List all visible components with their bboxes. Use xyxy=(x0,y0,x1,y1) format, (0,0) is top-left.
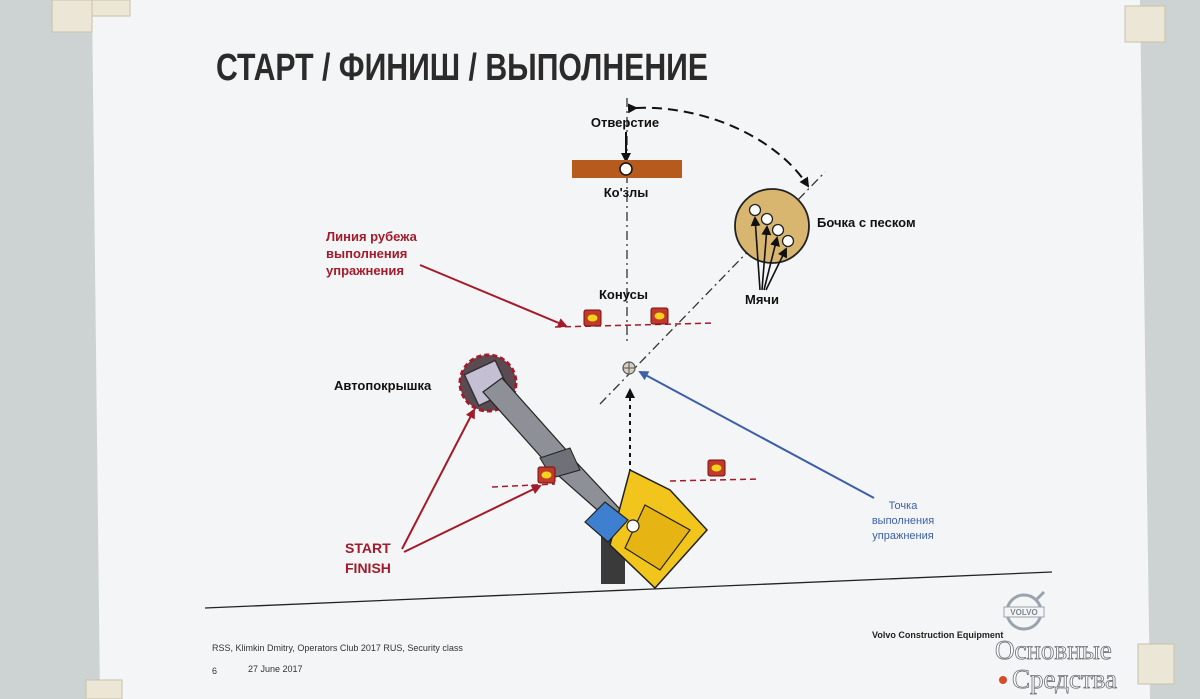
hole-label: Отверстие xyxy=(591,115,659,130)
tire-label: Автопокрышка xyxy=(334,378,432,393)
balls-label: Мячи xyxy=(745,292,779,307)
page-title: СТАРТ / ФИНИШ / ВЫПОЛНЕНИЕ xyxy=(216,47,708,89)
footer-page: 6 xyxy=(212,666,217,676)
watermark: Основные Средства xyxy=(995,635,1118,695)
paper-sheet xyxy=(92,0,1150,699)
excavator-pivot xyxy=(626,519,640,533)
ball xyxy=(760,212,774,226)
excavator xyxy=(584,468,709,590)
footer-credit: RSS, Klimkin Dmitry, Operators Club 2017… xyxy=(212,643,463,653)
rotation-arrow xyxy=(627,103,810,188)
boundary-line-top xyxy=(554,322,716,328)
cones-label: Конусы xyxy=(599,287,648,302)
svg-text:упражнения: упражнения xyxy=(872,530,933,542)
svg-text:VOLVO: VOLVO xyxy=(1010,608,1037,617)
cone-top-left xyxy=(583,309,602,327)
boundary-line-bottom-right xyxy=(669,478,761,482)
svg-text:выполнения: выполнения xyxy=(872,515,934,527)
trestle-label: Ко'злы xyxy=(604,185,649,200)
footer-company: Volvo Construction Equipment xyxy=(872,630,1003,640)
svg-text:упражнения: упражнения xyxy=(326,263,404,278)
ball xyxy=(771,223,785,237)
watermark-dot xyxy=(999,676,1007,684)
finish-label: FINISH xyxy=(345,560,391,576)
svg-text:Точка: Точка xyxy=(889,500,919,512)
svg-text:Основные: Основные xyxy=(995,635,1112,665)
ball xyxy=(781,234,795,248)
barrel-label: Бочка с песком xyxy=(817,215,916,230)
cone-bottom-right xyxy=(707,459,726,477)
execution-point-label: Точка выполнения упражнения xyxy=(872,500,934,542)
excavator-cab-top xyxy=(624,504,691,571)
svg-text:выполнения: выполнения xyxy=(326,246,407,261)
hole-circle xyxy=(619,162,633,176)
ground-line xyxy=(204,571,1053,609)
volvo-logo: VOLVO xyxy=(1003,590,1046,631)
sand-barrel xyxy=(734,188,810,264)
balls-group xyxy=(748,203,795,248)
cone-bottom-left xyxy=(537,466,556,484)
ball xyxy=(748,203,762,217)
boundary-line-label: Линия рубежа выполнения упражнения xyxy=(326,229,418,278)
start-arrow-to-line xyxy=(403,484,542,553)
magnets xyxy=(51,0,1175,699)
svg-text:Линия рубежа: Линия рубежа xyxy=(326,229,418,244)
footer-date: 27 June 2017 xyxy=(248,664,303,674)
start-label: START xyxy=(345,540,391,556)
boundary-line-arrow xyxy=(419,264,568,328)
cone-top-right xyxy=(650,307,669,325)
execution-point-arrow xyxy=(638,371,875,499)
excavator-cab-window xyxy=(584,501,629,543)
svg-text:Средства: Средства xyxy=(1012,664,1117,694)
boundary-line-bottom xyxy=(491,483,556,488)
balls-arrows xyxy=(750,216,787,291)
start-arrow-to-tire xyxy=(401,408,475,550)
